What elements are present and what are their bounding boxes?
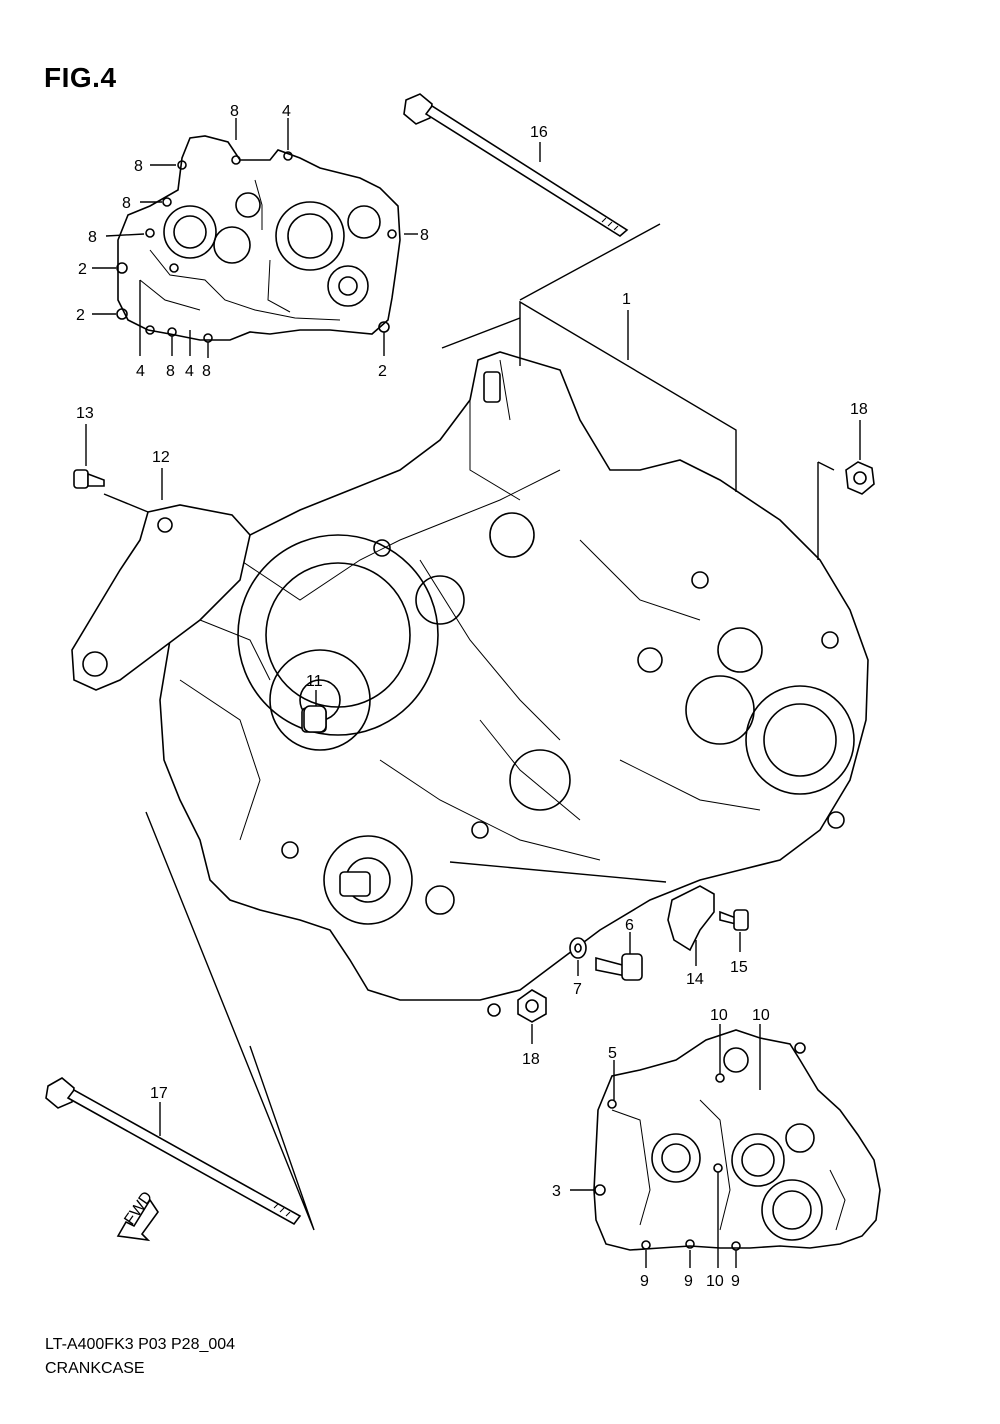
callout-7: 7 <box>573 981 582 998</box>
crankcase-right-half-inset <box>593 1029 881 1251</box>
callout-2: 2 <box>76 307 85 324</box>
callout-2: 2 <box>378 363 387 380</box>
callout-2: 2 <box>78 261 87 278</box>
part-11-dowel <box>303 705 327 733</box>
part-6-bolt <box>595 953 643 981</box>
callout-10: 10 <box>706 1273 724 1290</box>
callout-17: 17 <box>150 1085 168 1102</box>
crankcase-left-half-inset <box>116 135 401 343</box>
callout-10: 10 <box>752 1007 770 1024</box>
callout-labels: 1 2 2 2 3 4 4 4 5 6 7 8 8 8 8 8 8 8 9 9 … <box>76 103 868 1290</box>
callout-4: 4 <box>282 103 291 120</box>
callout-16: 16 <box>530 124 548 141</box>
part-18-nut-upper <box>845 461 875 495</box>
callout-13: 13 <box>76 405 94 422</box>
part-16-long-bolt <box>403 93 629 237</box>
callout-15: 15 <box>730 959 748 976</box>
callout-8: 8 <box>122 195 131 212</box>
callout-9: 9 <box>640 1273 649 1290</box>
callout-4: 4 <box>136 363 145 380</box>
callout-3: 3 <box>552 1183 561 1200</box>
part-12-plate <box>71 504 251 691</box>
callout-10: 10 <box>710 1007 728 1024</box>
leader-lines <box>85 118 861 1268</box>
callout-1: 1 <box>622 291 631 308</box>
callout-12: 12 <box>152 449 170 466</box>
main-crankcase-assembly <box>159 351 869 1017</box>
callout-9: 9 <box>731 1273 740 1290</box>
callout-8: 8 <box>202 363 211 380</box>
callout-9: 9 <box>684 1273 693 1290</box>
callout-8: 8 <box>166 363 175 380</box>
callout-5: 5 <box>608 1045 617 1062</box>
callout-8: 8 <box>230 103 239 120</box>
part-13-bolt <box>73 469 105 489</box>
section-name: CRANKCASE <box>45 1360 145 1377</box>
callout-18: 18 <box>522 1051 540 1068</box>
callout-11: 11 <box>306 673 323 690</box>
figure-title: FIG.4 <box>44 62 117 93</box>
part-14-bracket <box>667 885 715 952</box>
part-18-nut-lower <box>517 989 547 1023</box>
model-code: LT-A400FK3 P03 P28_004 <box>45 1336 236 1353</box>
callout-8: 8 <box>134 158 143 175</box>
callout-8: 8 <box>420 227 429 244</box>
part-7-washer <box>569 937 587 959</box>
part-15-bolt <box>719 909 749 931</box>
callout-4: 4 <box>185 363 194 380</box>
callout-8: 8 <box>88 229 97 246</box>
callout-6: 6 <box>625 917 634 934</box>
fwd-arrow-icon: FWD <box>116 1189 159 1242</box>
part-17-long-bolt <box>45 1077 302 1226</box>
callout-18: 18 <box>850 401 868 418</box>
callout-14: 14 <box>686 971 704 988</box>
